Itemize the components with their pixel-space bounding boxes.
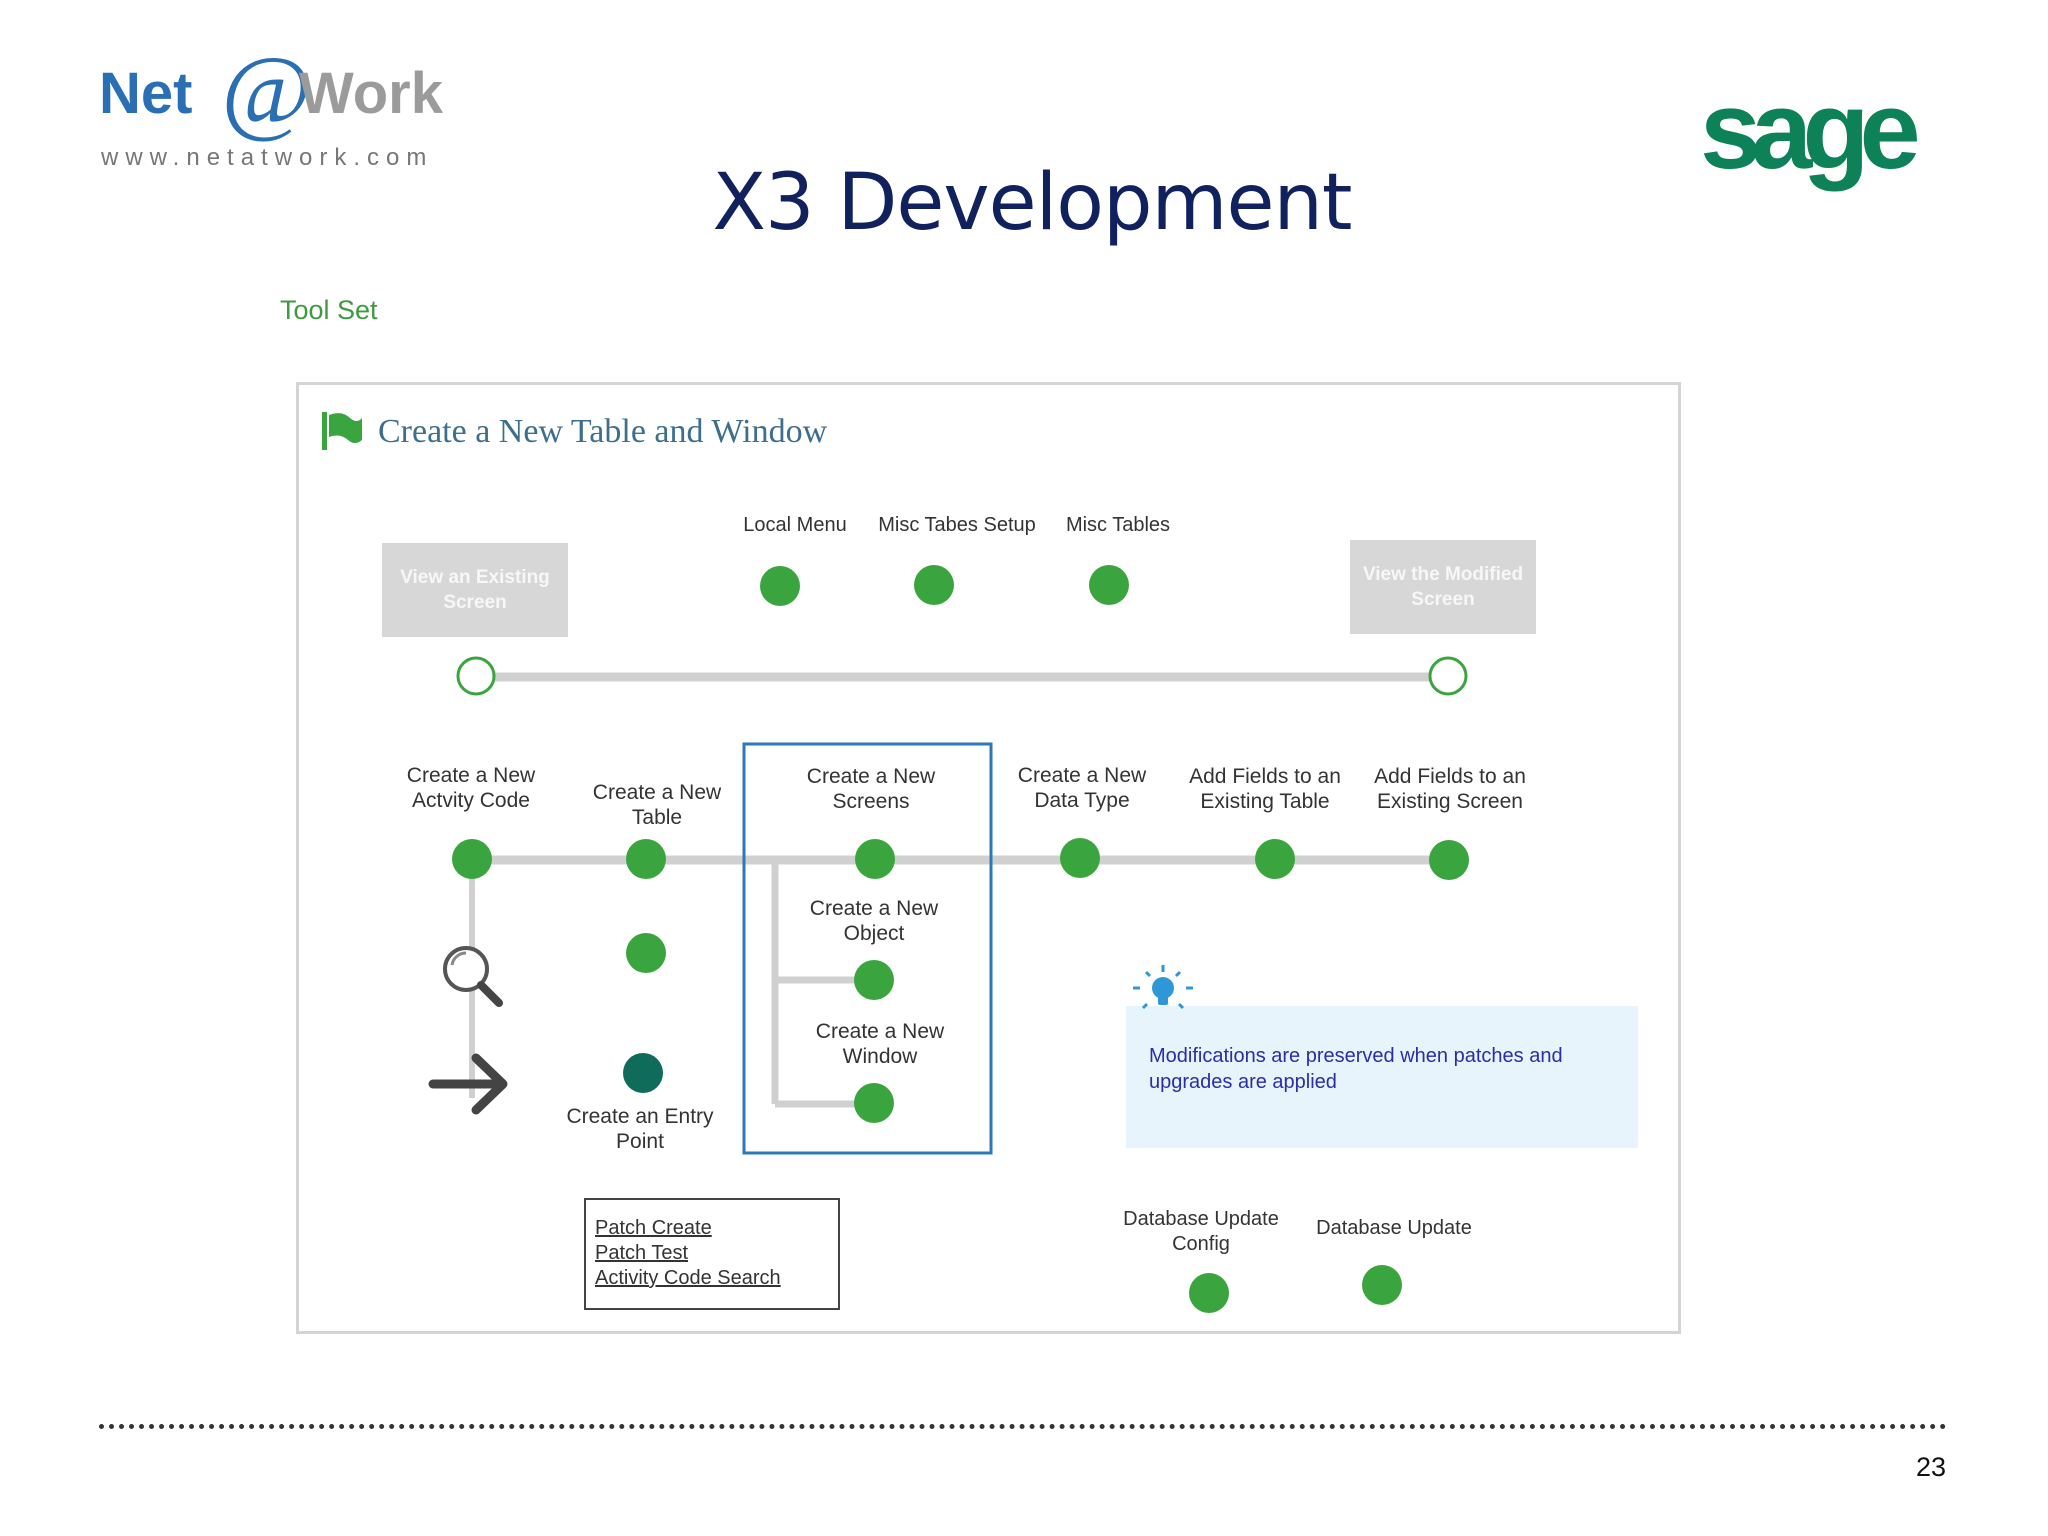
screens-group-highlight [742, 742, 993, 1155]
footer-divider [99, 1424, 1947, 1429]
patch-create-link[interactable]: Patch Create [595, 1217, 712, 1239]
lightbulb-icon [1133, 965, 1193, 1010]
fields-existing-table-node[interactable] [1255, 839, 1295, 879]
fields-existing-screen-label: Add Fields to an Existing Screen [1374, 765, 1526, 813]
database-update-config-node[interactable] [1189, 1273, 1229, 1313]
panel-title: Create a New Table and Window [378, 413, 828, 450]
entry-point-node[interactable] [623, 1053, 663, 1093]
magnifier-icon [443, 946, 503, 1007]
end-node[interactable] [1428, 656, 1468, 696]
new-screens-label: Create a New Screens [806, 765, 936, 813]
section-subtitle: Tool Set [280, 295, 378, 325]
svg-text:Work: Work [299, 61, 444, 126]
new-table-label: Create a New Table [592, 781, 722, 829]
activity-code-label: Create a New Actvity Code [406, 764, 536, 812]
misc-tabes-setup-node[interactable] [914, 565, 954, 605]
table-followup-node[interactable] [626, 933, 666, 973]
svg-text:@: @ [221, 45, 311, 145]
fields-existing-screen-node[interactable] [1429, 840, 1469, 880]
page-number: 23 [1916, 1452, 1947, 1482]
quick-links-box: Patch Create Patch Test Activity Code Se… [584, 1198, 840, 1310]
patch-test-link[interactable]: Patch Test [595, 1242, 689, 1264]
database-update-config-label: Database Update Config [1123, 1208, 1279, 1255]
sage-logo: sage [1700, 90, 1928, 192]
new-data-type-node[interactable] [1060, 838, 1100, 878]
svg-text:sage: sage [1700, 90, 1918, 192]
svg-text:Net: Net [99, 61, 192, 126]
new-table-node[interactable] [626, 839, 666, 879]
database-update-node[interactable] [1362, 1265, 1402, 1305]
misc-tables-label: Misc Tables [1065, 514, 1171, 536]
new-window-node[interactable] [854, 1083, 894, 1123]
svg-text:www.netatwork.com: www.netatwork.com [100, 144, 433, 171]
new-screens-node[interactable] [855, 839, 895, 879]
entry-point-label: Create an Entry Point [566, 1105, 714, 1153]
view-modified-screen-button[interactable]: View the Modified Screen [1350, 540, 1536, 634]
misc-tables-node[interactable] [1089, 565, 1129, 605]
tip-text: Modifications are preserved when patches… [1149, 1045, 1563, 1093]
new-data-type-label: Create a New Data Type [1017, 764, 1147, 812]
fields-existing-table-label: Add Fields to an Existing Table [1189, 765, 1341, 813]
slide-title: X3 Development [712, 158, 1353, 248]
activity-code-search-link[interactable]: Activity Code Search [595, 1267, 781, 1289]
start-node[interactable] [456, 656, 496, 696]
local-menu-label: Local Menu [743, 514, 847, 536]
local-menu-node[interactable] [760, 566, 800, 606]
view-existing-screen-button[interactable]: View an Existing Screen [382, 543, 568, 637]
arrow-right-icon [428, 1053, 508, 1115]
new-object-node[interactable] [854, 960, 894, 1000]
tip-box [1126, 1006, 1638, 1148]
misc-tabes-setup-label: Misc Tabes Setup [878, 514, 1036, 536]
flag-icon [322, 412, 362, 450]
database-update-label: Database Update [1316, 1217, 1472, 1239]
netatwork-logo: Net @ Work www.netatwork.com [99, 45, 444, 171]
new-object-label: Create a New Object [809, 897, 939, 945]
new-window-label: Create a New Window [815, 1020, 945, 1068]
activity-code-node[interactable] [452, 839, 492, 879]
